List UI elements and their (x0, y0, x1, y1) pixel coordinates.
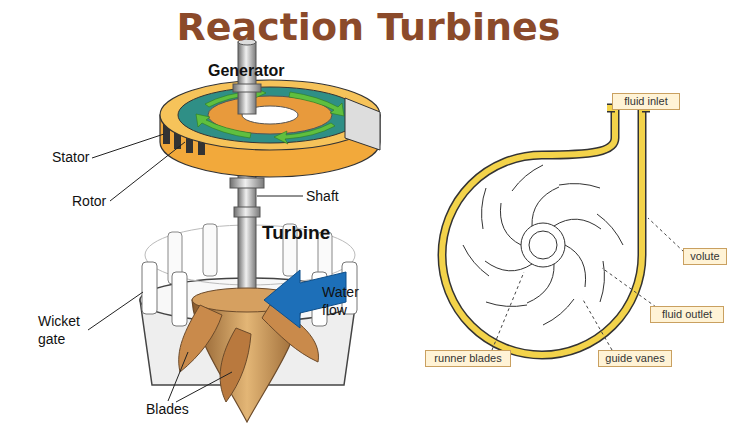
leader-line (602, 268, 656, 307)
box-text: fluid outlet (653, 307, 721, 322)
leader-line (176, 372, 232, 402)
leader-line (492, 272, 524, 350)
part-label: Wicket gate (38, 312, 90, 348)
volute-wall (442, 108, 642, 355)
title: Reaction Turbines (0, 4, 737, 50)
volute-wall-outline (442, 108, 642, 355)
label-box: fluid inlet (612, 93, 680, 110)
label-box: guide vanes (598, 350, 672, 367)
part-label: Shaft (306, 187, 366, 205)
guide-vane (600, 261, 604, 302)
leader-line (648, 218, 684, 252)
label-box: fluid outlet (650, 306, 724, 323)
leader-line (110, 142, 185, 201)
shaft-coupling (234, 207, 260, 217)
generator-cutaway (345, 98, 380, 150)
hub-ring (521, 223, 565, 267)
runner-section (463, 165, 623, 325)
guide-vane (559, 184, 600, 188)
runner-blade (500, 203, 521, 245)
box-text: guide vanes (601, 351, 669, 366)
leader-line (92, 134, 164, 158)
rotation-arrow (274, 123, 335, 144)
wicket-gate (172, 272, 187, 326)
runner-blade (485, 261, 532, 271)
hub (529, 231, 557, 259)
part-label: Turbine (262, 224, 362, 242)
part-label: Water flow (322, 283, 374, 319)
label-box: volute (683, 248, 727, 265)
guide-vane (512, 165, 543, 191)
guide-vane (482, 188, 486, 229)
part-label: Stator (52, 148, 112, 166)
box-text: volute (686, 249, 724, 264)
label-box: runner blades (425, 350, 511, 367)
leader-line (257, 196, 303, 197)
guide-vane (463, 245, 489, 276)
box-text: fluid inlet (615, 94, 677, 109)
wicket-gate (142, 262, 157, 314)
part-label: Generator (208, 62, 318, 80)
runner-blade (220, 328, 251, 402)
part-label: Blades (146, 400, 216, 418)
box-text: runner blades (428, 351, 508, 366)
shaft-coupling (233, 84, 261, 92)
leader-lines (88, 134, 303, 402)
dashed-leaders (492, 218, 684, 350)
stator-top (160, 80, 380, 150)
rotor-top (178, 87, 362, 143)
leader-line (582, 298, 612, 350)
guide-vane (486, 302, 527, 306)
volute-diagram (442, 108, 684, 355)
leader-line (168, 352, 188, 401)
part-label: Rotor (72, 192, 132, 210)
runner-blade (565, 245, 586, 287)
guide-vane (543, 299, 574, 325)
runner-blade (527, 264, 554, 303)
runner-blade (532, 187, 559, 226)
leader-line (88, 292, 143, 330)
guide-vane (597, 214, 623, 245)
shaft-coupling (230, 178, 264, 188)
generator (160, 80, 380, 177)
runner-blade (554, 219, 601, 229)
wicket-gate (203, 224, 217, 276)
